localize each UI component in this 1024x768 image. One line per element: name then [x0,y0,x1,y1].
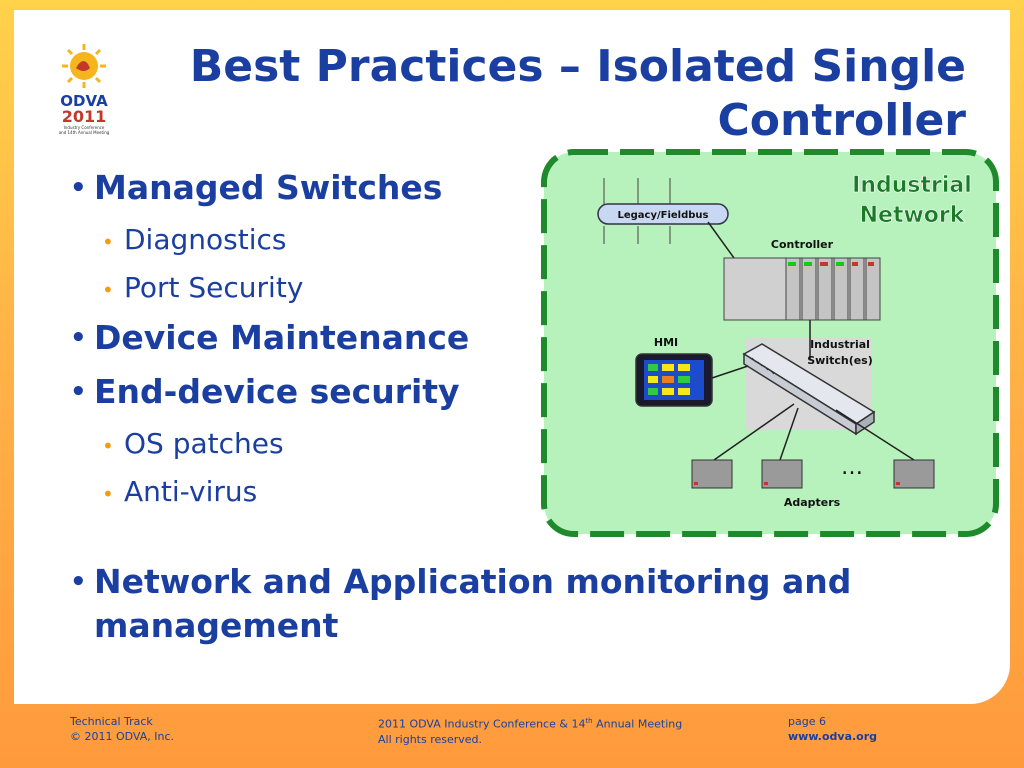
footer-right: page 6 www.odva.org [788,714,877,744]
bullet-device-maintenance: Device Maintenance [62,318,582,358]
adapter-2 [761,459,803,489]
footer-conference-sup: th [585,717,593,725]
zone-label-line2: Network [860,203,966,228]
sub-bullet-port-security: Port Security [62,270,582,308]
logo-text-year: 2011 [62,107,107,126]
adapter-1 [691,459,733,489]
footer-center: 2011 ODVA Industry Conference & 14th Ann… [378,714,682,747]
slide-title: Best Practices – Isolated Single Control… [146,40,966,148]
switch-label-line1: Industrial [810,338,870,351]
bullet-network-monitoring: Network and Application monitoring and m… [62,560,1010,648]
footer-track: Technical Track [70,715,153,728]
logo-subtitle-2: and 14th Annual Meeting [59,130,110,135]
footer-left: Technical Track © 2011 ODVA, Inc. [70,714,174,744]
industrial-switch [742,343,876,436]
adapter-3 [893,459,935,489]
bullet-list: Managed Switches Diagnostics Port Securi… [62,168,582,522]
footer-page-number: page 6 [788,715,826,728]
adapters-label: Adapters [784,496,841,509]
footer-copyright: © 2011 ODVA, Inc. [70,730,175,743]
slide: ODVA 2011 Industry Conference and 14th A… [14,10,1010,704]
controller-label: Controller [771,238,834,251]
hmi-label: HMI [654,336,678,349]
hmi-panel [635,353,713,407]
footer-rights: All rights reserved. [378,732,483,746]
sun-icon [62,44,106,88]
switch-label-line2: Switch(es) [807,354,873,367]
legacy-fieldbus: Legacy/Fieldbus [597,178,729,244]
title-line-2: Controller [717,95,966,146]
sub-bullet-anti-virus: Anti-virus [62,474,582,512]
title-line-1: Best Practices – Isolated Single [189,41,966,92]
logo-subtitle-1: Industry Conference [64,125,105,130]
logo-text-odva: ODVA [60,92,108,110]
legacy-label: Legacy/Fieldbus [617,210,708,221]
footer-conference: 2011 ODVA Industry Conference & 14th Ann… [378,714,682,732]
bullet-end-device-security: End-device security [62,372,582,412]
footer-website-text[interactable]: www.odva.org [788,730,878,743]
bullet-managed-switches: Managed Switches [62,168,582,208]
footer-website-link[interactable]: www.odva.org [788,729,877,744]
sub-bullet-diagnostics: Diagnostics [62,222,582,260]
odva-logo: ODVA 2011 Industry Conference and 14th A… [59,44,110,135]
adapters-ellipsis: … [841,455,863,480]
controller-rack: Controller [723,238,881,321]
zone-label-line1: Industrial [852,173,972,198]
sub-bullet-os-patches: OS patches [62,426,582,464]
footer-conference-post: Annual Meeting [592,717,683,731]
network-diagram: Industrial Network Legacy/Fieldbus Contr… [541,149,999,537]
footer-conference-pre: 2011 ODVA Industry Conference & 14 [378,717,586,731]
